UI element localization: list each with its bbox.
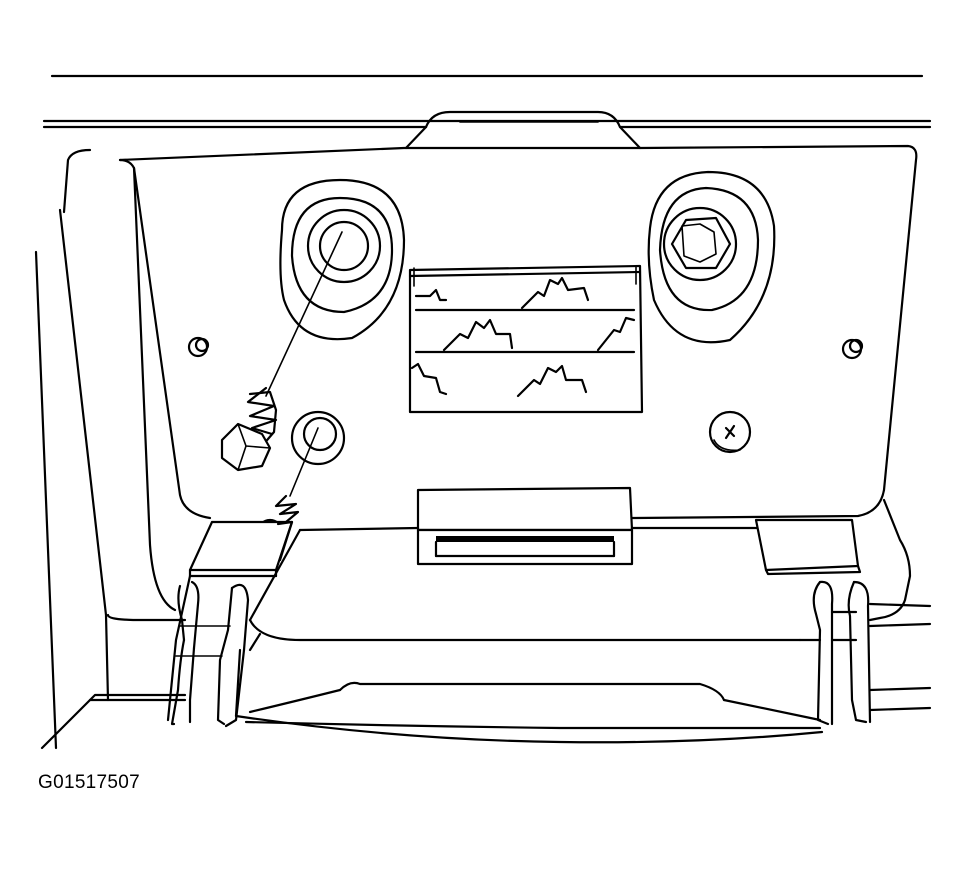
bolt-thread-icon [248,388,276,434]
plate-rivets [189,338,862,358]
phillips-screw-icon [710,412,750,452]
lid-panel [236,528,822,742]
bolt-callout-upper [222,232,342,470]
warning-label [410,266,642,412]
mounting-plate [120,146,916,620]
hex-nut-icon [672,218,730,268]
lower-left-hole [292,412,344,464]
rivet-left-icon [189,338,208,356]
body-top-lines [44,76,930,148]
right-mounting-boss [649,172,775,342]
body-left-side [36,150,185,748]
right-hinge [756,520,930,724]
figure-id-label: G01517507 [38,772,141,793]
left-hinge [168,522,292,726]
rivet-right-icon [843,340,862,358]
left-mounting-boss [280,180,404,339]
screw-thread-icon [276,496,298,522]
center-latch [418,488,632,564]
